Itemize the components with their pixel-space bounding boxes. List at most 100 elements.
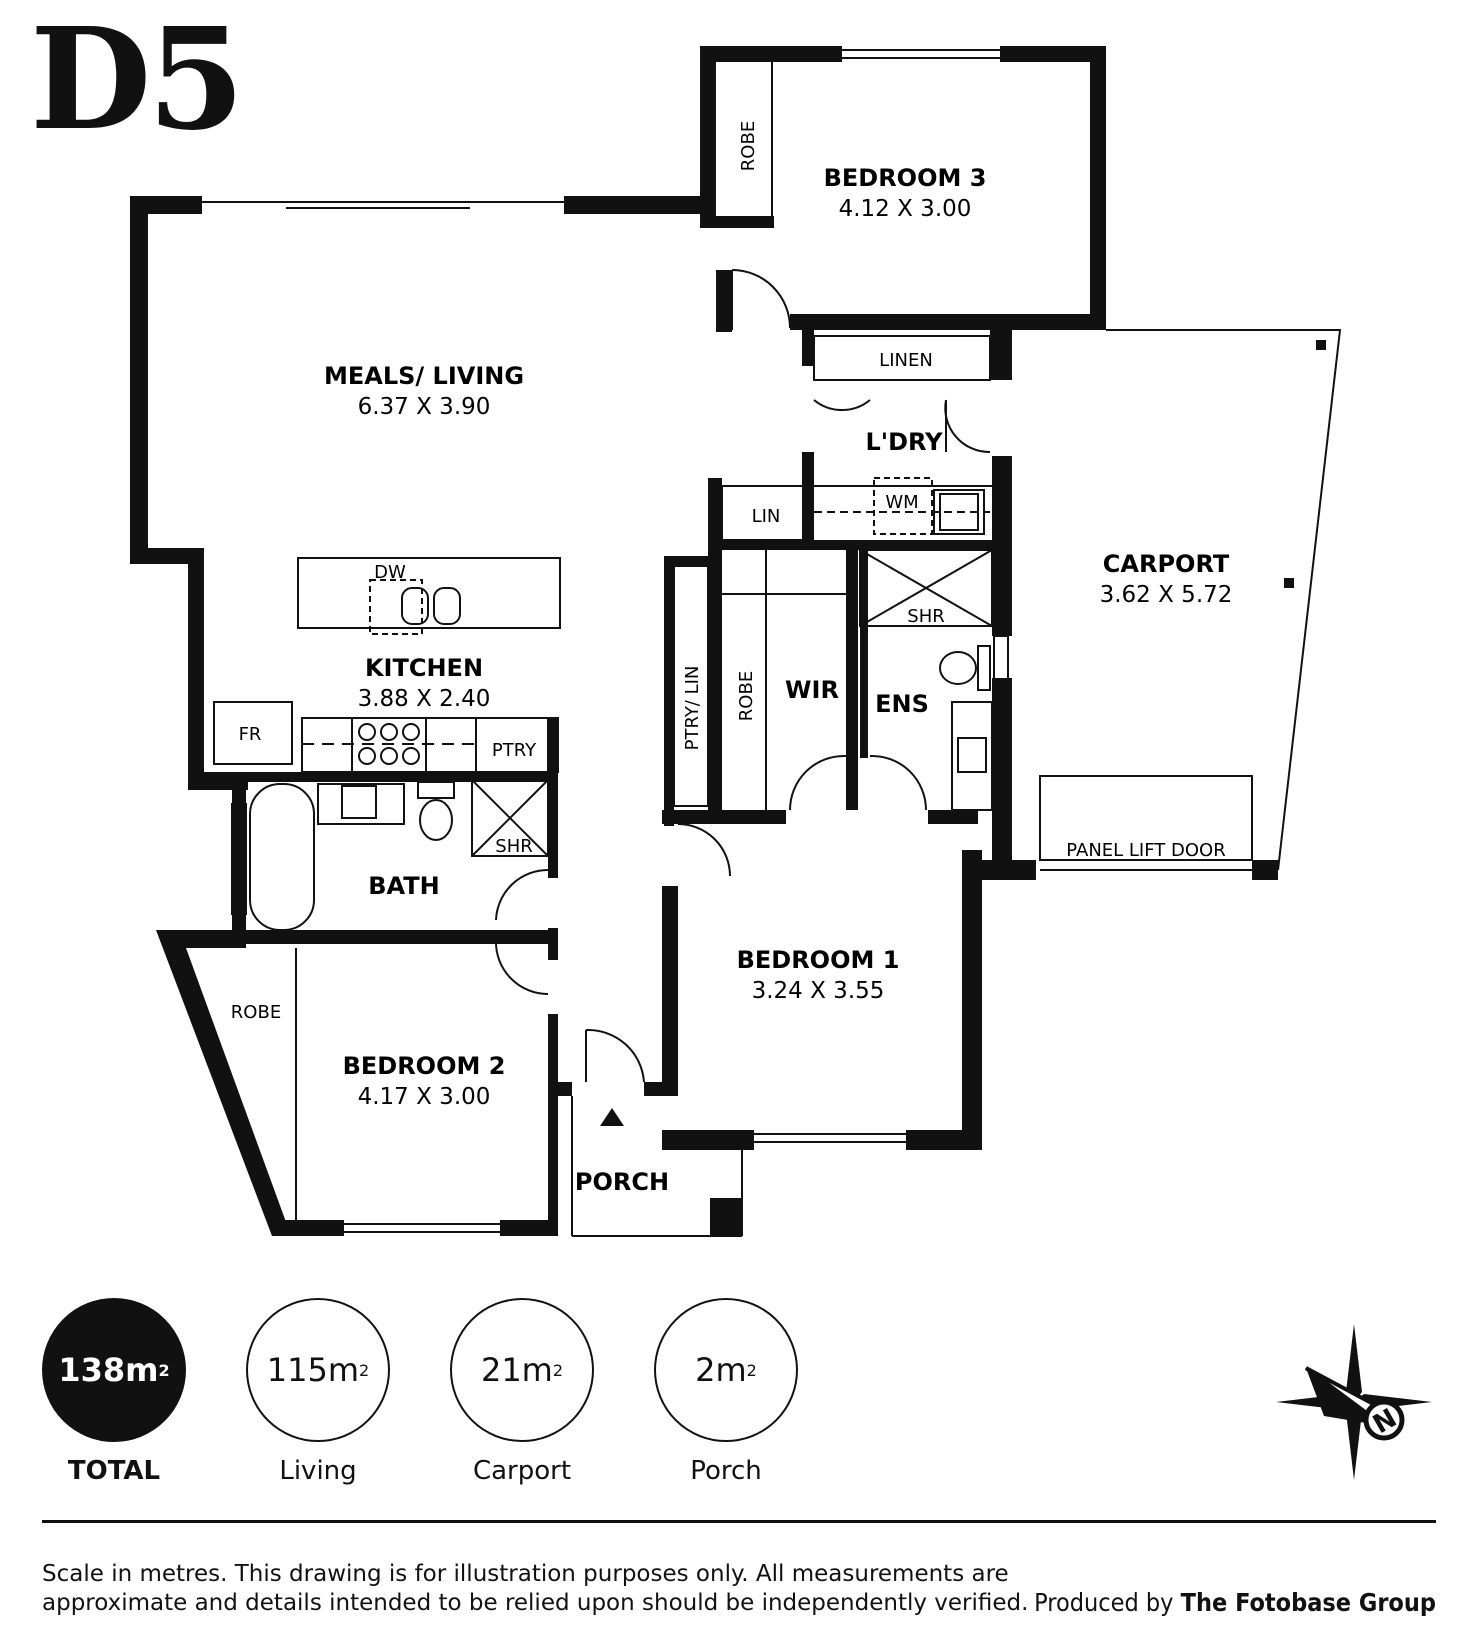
wall-segment	[232, 782, 246, 940]
area-porch-unit-sup: 2	[746, 1360, 757, 1380]
wall-segment	[188, 548, 204, 790]
area-total-unit-sup: 2	[158, 1360, 170, 1380]
wall-segment	[246, 930, 558, 944]
producer-prefix: Produced by	[1034, 1588, 1174, 1617]
fixtures-lines	[202, 49, 1342, 1237]
wall-segment	[664, 556, 674, 826]
plan-line	[1039, 775, 1253, 861]
panel-lift-door-label: PANEL LIFT DOOR	[1066, 840, 1225, 861]
disclaimer: Scale in metres. This drawing is for ill…	[42, 1561, 1029, 1616]
plan-line	[475, 717, 549, 773]
area-porch-label: Porch	[690, 1456, 762, 1486]
area-porch-value: 2m	[695, 1351, 747, 1389]
plan-line	[401, 587, 429, 625]
carport-name: CARPORT	[1103, 550, 1230, 578]
area-total-value: 138m	[58, 1351, 159, 1389]
plan-line	[369, 579, 423, 635]
compass-icon: N	[1276, 1324, 1432, 1480]
plan-line	[789, 754, 847, 811]
area-living-unit-sup: 2	[359, 1360, 370, 1380]
dw-label: DW	[374, 562, 406, 583]
carport-post	[1284, 578, 1294, 588]
robe-bed3-label: ROBE	[738, 121, 759, 171]
plan-line	[433, 587, 461, 625]
area-living-label: Living	[279, 1456, 357, 1486]
ptry-lin-label: PTRY/ LIN	[682, 666, 703, 751]
plan-line	[951, 701, 993, 811]
wall-segment	[1252, 860, 1278, 880]
wall-segment	[1090, 46, 1106, 330]
plan-line	[495, 869, 549, 921]
plan-line	[993, 635, 1009, 681]
shr-ens-label: SHR	[907, 606, 944, 627]
plan-line	[939, 651, 977, 685]
plan-line	[419, 799, 453, 841]
bedroom2-name: BEDROOM 2	[343, 1052, 506, 1080]
bedroom2-dims: 4.17 X 3.00	[358, 1084, 491, 1110]
plan-line	[957, 737, 987, 773]
wall-segment	[558, 1082, 572, 1096]
area-carport-label: Carport	[472, 1456, 572, 1486]
plan-line	[859, 549, 993, 627]
plan-line	[249, 783, 315, 931]
plan-line	[731, 269, 791, 329]
footer-divider	[42, 1520, 1436, 1523]
robe-bed2-label: ROBE	[231, 1002, 281, 1023]
compass-part	[1346, 1324, 1362, 1402]
wall-segment	[548, 718, 558, 878]
bedroom1-name: BEDROOM 1	[737, 946, 900, 974]
plan-line	[380, 723, 398, 741]
wall-segment	[846, 540, 858, 810]
wall-segment	[802, 330, 814, 366]
wall-segment	[928, 810, 978, 824]
plan-line	[231, 803, 247, 915]
wall-segment	[700, 46, 716, 228]
plan-line	[417, 781, 455, 799]
wall-segment	[130, 196, 148, 562]
wall-segment	[962, 850, 982, 1150]
compass-part	[1363, 1399, 1405, 1441]
ensuite-name: ENS	[875, 690, 929, 718]
wall-segment	[992, 678, 1012, 880]
wall-segment	[500, 1220, 558, 1236]
plan-line	[471, 779, 549, 857]
wall-segment	[978, 860, 1036, 880]
walls	[130, 46, 1278, 1236]
entry-arrow-icon	[600, 1108, 624, 1126]
plan-line	[494, 939, 549, 995]
plan-line	[677, 823, 731, 877]
plan-line	[471, 779, 549, 857]
plan-line	[402, 723, 420, 741]
plan-line	[859, 549, 993, 627]
porch-name: PORCH	[575, 1168, 669, 1196]
shr-bath-label: SHR	[495, 836, 532, 857]
plan-line	[213, 701, 293, 765]
bedroom3-dims: 4.12 X 3.00	[839, 196, 972, 222]
fr-label: FR	[239, 724, 262, 745]
plan-line	[585, 1028, 645, 1083]
wall-segment	[716, 270, 732, 332]
area-total-label: TOTAL	[67, 1456, 161, 1486]
producer-credit: Produced by The Fotobase Group	[1034, 1588, 1436, 1617]
plan-line	[673, 565, 709, 807]
wall-segment	[716, 216, 774, 228]
wall-segment	[272, 1220, 344, 1236]
wall-segment	[664, 556, 714, 566]
ptry-label: PTRY	[492, 740, 537, 761]
plan-line	[341, 785, 377, 819]
wall-segment	[710, 1198, 742, 1236]
area-living-value: 115m	[266, 1351, 360, 1389]
plan-line	[933, 489, 985, 535]
wall-segment	[1000, 46, 1106, 62]
wall-segment	[662, 1130, 754, 1150]
carport-post	[1316, 340, 1326, 350]
plan-line	[1106, 329, 1342, 871]
kitchen-dims: 3.88 X 2.40	[358, 686, 491, 712]
wall-segment	[700, 46, 842, 62]
wir-name: WIR	[785, 676, 839, 704]
wall-segment	[860, 548, 868, 758]
